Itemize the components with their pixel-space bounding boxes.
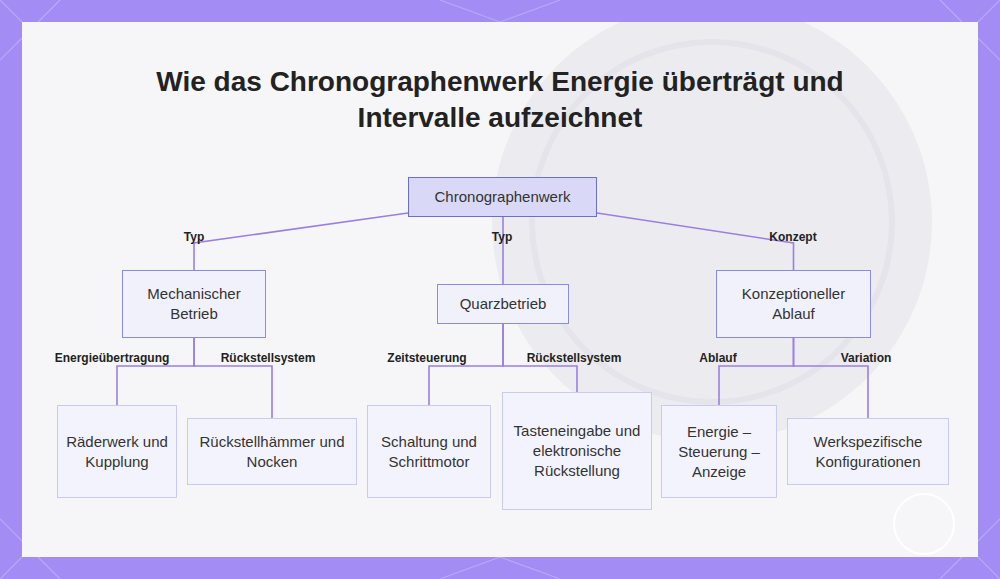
- node-text: Chronographenwerk: [435, 187, 571, 207]
- root-box: Chronographenwerk: [408, 177, 597, 217]
- edge-label: Variation: [839, 351, 894, 365]
- edge-label: Energieübertragung: [53, 351, 172, 365]
- edge-label: Konzept: [767, 230, 818, 244]
- diagram-title: Wie das Chronographenwerk Energie übertr…: [150, 64, 850, 136]
- detail-box: Räderwerk und Kupplung: [57, 405, 177, 498]
- connector: [194, 338, 272, 418]
- detail-box: Rückstellhämmer und Nocken: [187, 418, 357, 485]
- connector: [719, 338, 794, 405]
- node-text: Werkspezifische Konfigurationen: [796, 432, 940, 472]
- connector-line: [194, 213, 408, 270]
- detail-box: Energie – Steuerung – Anzeige: [661, 405, 777, 498]
- connector: [503, 217, 504, 284]
- detail-box: Tasteneingabe und elektronische Rückstel…: [502, 392, 652, 510]
- connector-line: [502, 217, 504, 284]
- connector: [117, 338, 194, 405]
- connector: [597, 213, 794, 270]
- edge-label: Typ: [490, 230, 514, 244]
- category-box: Konzeptioneller Ablauf: [716, 270, 871, 338]
- node-text: Räderwerk und Kupplung: [66, 432, 168, 472]
- node-text: Schaltung und Schrittmotor: [376, 432, 482, 472]
- node-text: Tasteneingabe und elektronische Rückstel…: [511, 421, 643, 481]
- detail-box: Schaltung und Schrittmotor: [367, 405, 491, 498]
- connector-line: [719, 338, 794, 405]
- node-text: Rückstellhämmer und Nocken: [196, 432, 348, 472]
- connector: [194, 213, 408, 270]
- category-box: Mechanischer Betrieb: [122, 270, 266, 338]
- edge-label: Rückstellsystem: [219, 351, 318, 365]
- node-text: Energie – Steuerung – Anzeige: [670, 422, 768, 482]
- node-text: Mechanischer Betrieb: [131, 284, 257, 324]
- edge-label: Typ: [182, 230, 206, 244]
- edge-label: Ablauf: [697, 351, 738, 365]
- detail-box: Werkspezifische Konfigurationen: [787, 418, 949, 485]
- logo-ring: [894, 494, 954, 554]
- node-text: Quarzbetrieb: [460, 294, 547, 314]
- node-text: Konzeptioneller Ablauf: [725, 284, 862, 324]
- edge-label: Zeitsteuerung: [385, 351, 468, 365]
- category-box: Quarzbetrieb: [437, 284, 569, 324]
- connector: [794, 338, 869, 418]
- connector-line: [597, 213, 794, 270]
- edge-label: Rückstellsystem: [525, 351, 624, 365]
- connector-line: [117, 338, 194, 405]
- connector-line: [194, 338, 272, 418]
- connector-line: [794, 338, 869, 418]
